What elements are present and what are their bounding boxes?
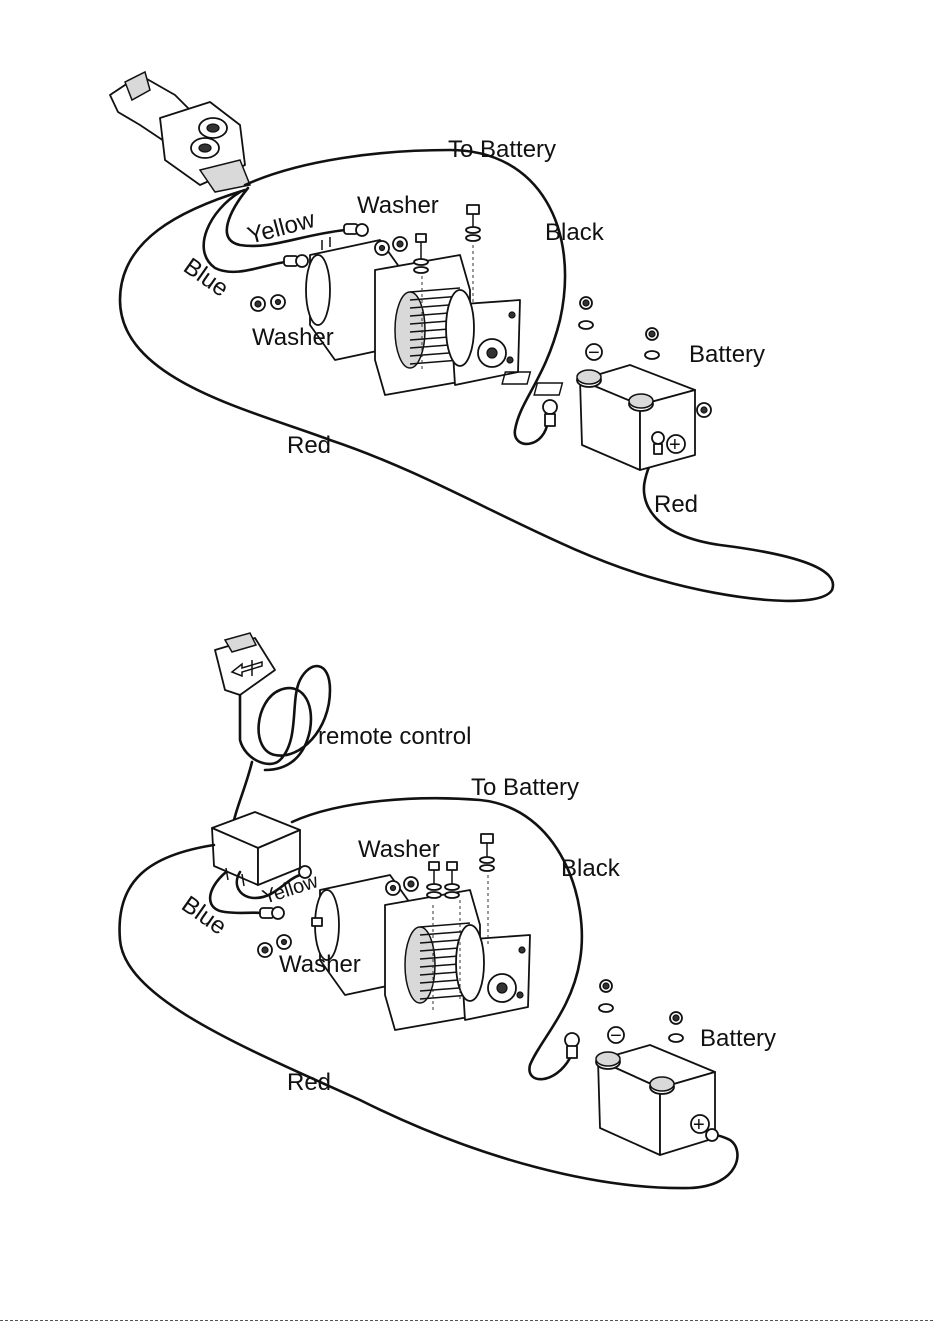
label-blue-top: Blue [179, 253, 234, 303]
handlebar-switch [110, 72, 250, 192]
label-black-bottom: Black [561, 855, 621, 882]
hardware-lower [251, 295, 285, 311]
ring-terminal [344, 224, 368, 236]
battery-top: − + [502, 297, 711, 470]
label-battery-bottom: Battery [700, 1025, 776, 1052]
label-to-battery-bottom: To Battery [471, 774, 579, 801]
black-terminal-top [543, 400, 557, 426]
label-battery-top: Battery [689, 341, 765, 368]
label-red-right-top: Red [654, 491, 698, 518]
ring-terminal [284, 255, 308, 267]
label-red-left-top: Red [287, 432, 331, 459]
battery-plus-symbol: + [669, 434, 681, 456]
battery-minus-symbol: − [588, 342, 600, 364]
ring-terminal [260, 907, 284, 919]
top-diagram: − + To Battery Black Yellow Blue Washer … [110, 72, 833, 601]
label-to-battery-top: To Battery [448, 136, 556, 163]
label-washer-upper-bottom: Washer [358, 836, 440, 863]
battery-bottom: − + [596, 980, 718, 1155]
battery-minus-symbol: − [610, 1025, 622, 1047]
remote-control-handset [215, 633, 275, 695]
red-wire-top [120, 190, 833, 601]
winch-top [306, 237, 520, 395]
label-remote-control: remote control [318, 723, 471, 750]
label-black-top: Black [545, 219, 605, 246]
label-washer-lower-top: Washer [252, 324, 334, 351]
battery-plus-symbol: + [693, 1114, 705, 1136]
control-box [212, 812, 300, 886]
black-terminal-bottom [565, 1033, 579, 1058]
page-bottom-divider [0, 1320, 933, 1321]
label-red-bottom: Red [287, 1069, 331, 1096]
label-blue-bottom: Blue [177, 891, 232, 941]
label-washer-lower-bottom: Washer [279, 951, 361, 978]
bottom-diagram: − + remote control To Battery Black Yell… [120, 633, 777, 1188]
label-washer-upper-top: Washer [357, 192, 439, 219]
